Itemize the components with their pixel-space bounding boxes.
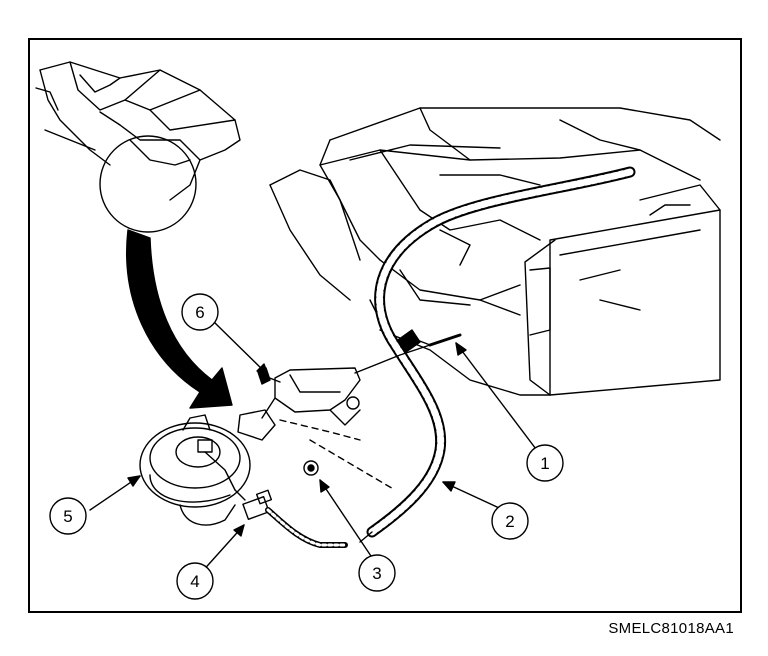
callout-5-label: 5 <box>63 507 72 526</box>
callout-4-label: 4 <box>190 572 199 591</box>
callout-6-label: 6 <box>195 303 204 322</box>
callout-1-label: 1 <box>540 454 549 473</box>
horn-bracket <box>237 367 361 441</box>
figure-code: SMELC81018AA1 <box>608 620 734 637</box>
wiring-harness <box>359 166 636 543</box>
nut-3 <box>303 460 319 476</box>
callout-2-label: 2 <box>505 512 514 531</box>
detail-zoom-circle <box>99 135 197 233</box>
leader-lines <box>89 321 546 575</box>
callout-2: 2 <box>491 502 529 540</box>
horn-5 <box>139 414 251 526</box>
callout-6: 6 <box>181 293 219 331</box>
leader-arrowheads <box>127 342 467 537</box>
detail-arrow <box>126 229 233 409</box>
callout-1: 1 <box>526 444 564 482</box>
callout-5: 5 <box>49 497 87 535</box>
callout-3-label: 3 <box>372 564 381 583</box>
alignment-lines <box>279 344 431 491</box>
bolt-1 <box>397 329 462 353</box>
vehicle-locator-sketch <box>35 61 241 201</box>
callout-4: 4 <box>176 562 214 600</box>
callout-3: 3 <box>358 554 396 592</box>
vehicle-front-structure <box>269 107 721 396</box>
connector-4 <box>234 489 348 548</box>
